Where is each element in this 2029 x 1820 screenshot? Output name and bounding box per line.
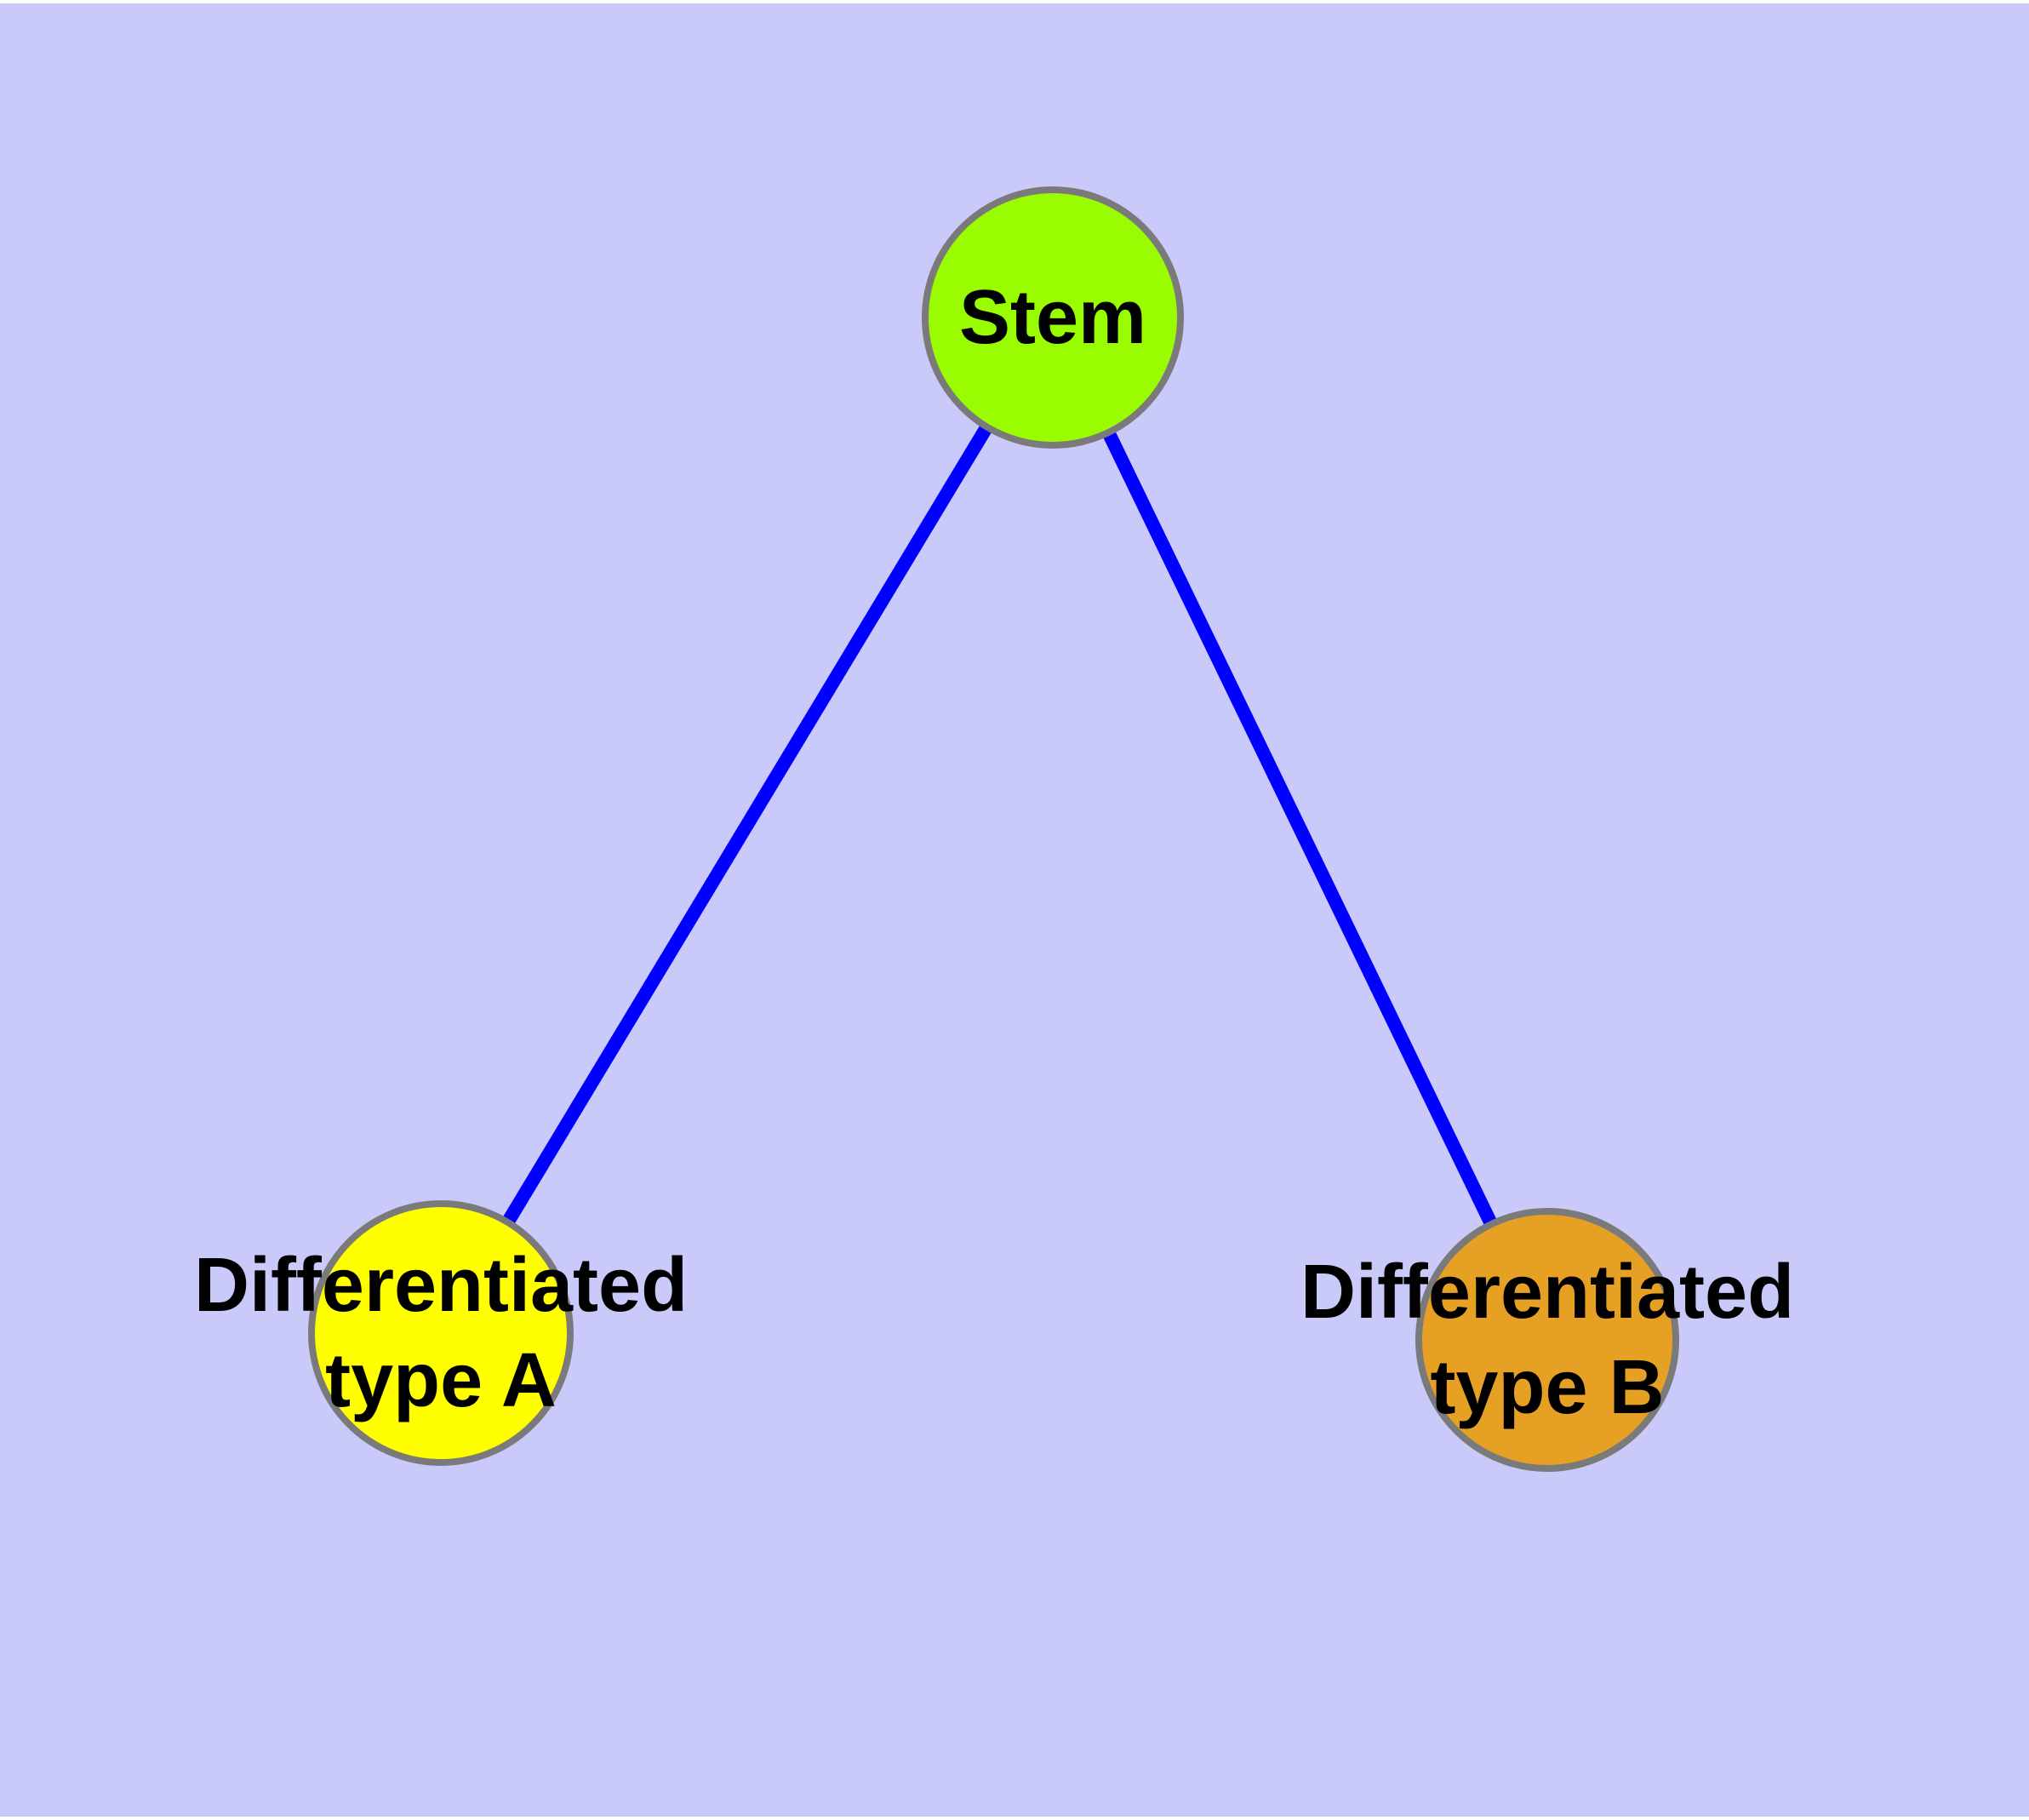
node-circle-stem	[922, 186, 1184, 449]
node-circle-differentiated-type-b	[1415, 1208, 1679, 1472]
edge-stem-to-differentiated-type-a	[435, 313, 1059, 1337]
node-circle-differentiated-type-a	[308, 1200, 574, 1466]
edge-stem-to-differentiated-type-b	[1046, 314, 1554, 1343]
graph-svg	[308, 186, 1679, 1472]
